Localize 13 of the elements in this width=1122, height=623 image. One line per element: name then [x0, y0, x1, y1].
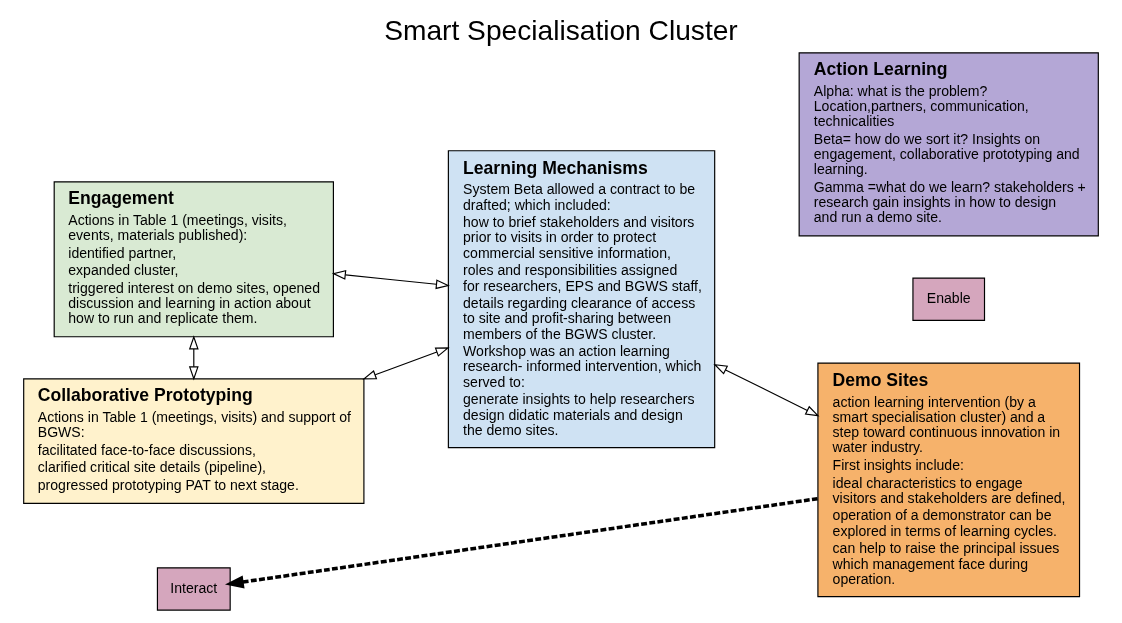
- node-box: Learning Mechanisms System Beta allowed a contract to be drafted; which included: how to brief stakeholders and visitors prior to visits in order to protect commercial sensitive information, roles and responsibilities assigned for researchers, EPS and BGWS staff, details regarding clearance of access to site and profit-sharing between members of the BGWS cluster. Workshop was an action learning research- informed intervention, which served to: generate insights to help researchers design didatic materials and design the demo sites.: [447, 150, 716, 449]
- node-box: Enable: [912, 277, 986, 321]
- node-box: Action Learning Alpha: what is the problem? Location,partners, communication, technicalities Beta= how do we sort it? Insights on engagement, collaborative prototyping and learning. Gamma =what do we learn? stakeholders + research gain insights in how to design and run a demo site.: [798, 52, 1099, 237]
- node-box: Demo Sites action learning intervention (by a smart specialisation cluster) and a step toward continuous innovation in water industry. First insights include: ideal characteristics to engage visitors and stakeholders are defined, operation of a demonstrator can be explored in terms of learning cycles. can help to raise the principal issues which management face during operation.: [817, 362, 1081, 598]
- arrow: [713, 363, 820, 417]
- arrow: [225, 496, 818, 589]
- node-box: Engagement Actions in Table 1 (meetings, visits, events, materials published): identified partner, expanded cluster, triggered interest on demo sites, opened discussion and learning in action about how to run and replicate them.: [53, 181, 334, 338]
- node-box: Collaborative Prototyping Actions in Table 1 (meetings, visits) and support of BGWS: facilitated face-to-face discussions, clarified critical site details (pipeline), progressed prototyping PAT to next stage.: [23, 378, 365, 504]
- arrow: [331, 270, 450, 290]
- diagram-title: Smart Specialisation Cluster: [384, 15, 738, 47]
- arrow: [362, 347, 450, 380]
- arrow: [188, 335, 199, 381]
- node-box: Interact: [156, 567, 231, 611]
